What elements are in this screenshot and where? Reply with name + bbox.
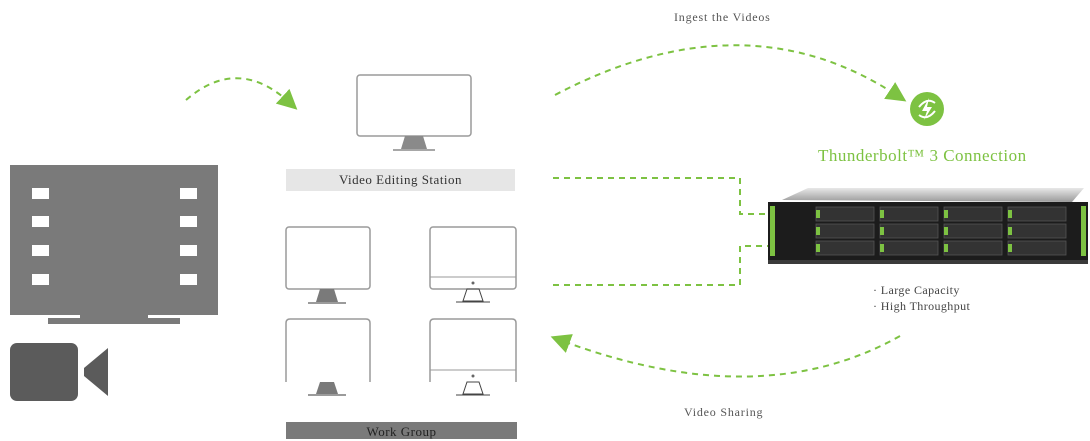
ingest-label: Ingest the Videos <box>674 10 771 24</box>
arrow-video-sharing <box>550 334 901 378</box>
arrow-ingest <box>554 44 907 102</box>
storage-features: · Large Capacity · High Throughput <box>873 282 970 314</box>
station-monitor-icon <box>356 74 472 151</box>
station-label: Video Editing Station <box>286 169 515 191</box>
thunderbolt-icon <box>910 92 944 126</box>
workgroup-imac-icon <box>429 226 517 303</box>
workgroup-imac-icon <box>429 318 517 396</box>
screen-base <box>48 318 180 324</box>
drive-bays <box>815 206 1067 256</box>
film-strip-holes <box>32 188 197 285</box>
arrow-source-to-station <box>185 77 298 110</box>
feature-item: · Large Capacity <box>873 283 960 297</box>
connector-workgroup <box>553 245 770 286</box>
nas-rack-icon <box>768 188 1088 264</box>
video-camera-icon <box>10 343 108 401</box>
feature-item: · High Throughput <box>873 299 971 313</box>
workgroup-monitor-icon <box>285 226 371 304</box>
workgroup-label: Work Group <box>286 422 517 439</box>
drive-leds <box>816 210 1012 252</box>
video-sharing-label: Video Sharing <box>684 405 764 419</box>
thunderbolt-label: Thunderbolt™ 3 Connection <box>818 146 1027 165</box>
connector-station <box>553 177 770 215</box>
screen-stand <box>80 312 148 318</box>
workgroup-monitor-icon <box>285 318 371 396</box>
